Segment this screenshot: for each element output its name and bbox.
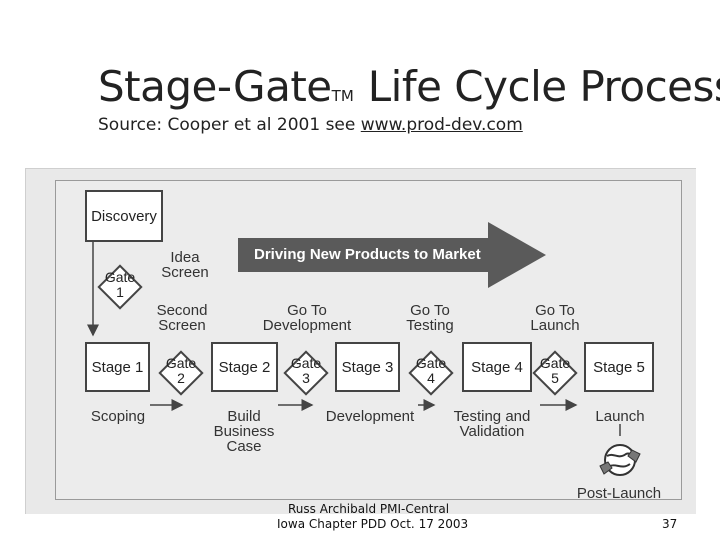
stage-1-box: Stage 1 [85, 342, 150, 392]
gate-3-label: Gate 3 [290, 355, 322, 386]
idea-screen-label: Idea Screen [161, 249, 209, 281]
page-number: 37 [662, 517, 678, 531]
stage-5-box: Stage 5 [584, 342, 654, 392]
gate-2-label: Gate 2 [165, 355, 197, 386]
source-line: Source: Cooper et al 2001 see www.prod-d… [98, 115, 523, 135]
go-to-testing-label: Go To Testing [406, 302, 454, 334]
banner-arrowhead [488, 222, 546, 288]
title-rest: Life Cycle Process [367, 62, 720, 111]
gate-1: Gate 1 [97, 264, 143, 310]
second-screen-label: Second Screen [156, 302, 208, 334]
stage-2-label: Stage 2 [218, 358, 271, 376]
gate-2: Gate 2 [158, 350, 204, 396]
stage-3-box: Stage 3 [335, 342, 400, 392]
launch-label: Launch [595, 408, 645, 425]
footer-author: Russ Archibald PMI-Central [288, 502, 450, 516]
go-to-development-label: Go To Development [262, 302, 352, 334]
title-main: Stage-Gate [98, 62, 332, 111]
gate-1-label: Gate 1 [104, 269, 136, 300]
banner-text: Driving New Products to Market [254, 246, 481, 263]
discovery-box: Discovery [85, 190, 163, 242]
trademark-mark: TM [331, 87, 354, 105]
source-link[interactable]: www.prod-dev.com [360, 115, 523, 135]
stage-3-label: Stage 3 [341, 358, 394, 376]
source-text: Source: Cooper et al 2001 see [98, 115, 361, 135]
go-to-launch-label: Go To Launch [530, 302, 580, 334]
slide-title: Stage-GateTM Life Cycle Process [98, 62, 720, 111]
footer-chapter: Iowa Chapter PDD Oct. 17 2003 [277, 517, 469, 531]
scoping-label: Scoping [90, 408, 146, 425]
stage-2-box: Stage 2 [211, 342, 278, 392]
stage-5-label: Stage 5 [593, 358, 645, 376]
gate-4: Gate 4 [408, 350, 454, 396]
stage-4-label: Stage 4 [471, 358, 523, 376]
testing-validation-label: Testing and Validation [453, 408, 531, 440]
discovery-label: Discovery [91, 207, 157, 225]
globe-with-hands-icon [599, 444, 641, 476]
stage-1-label: Stage 1 [91, 358, 144, 376]
post-launch-label: Post-Launch [576, 485, 662, 502]
build-business-case-label: Build Business Case [213, 408, 275, 455]
gate-5-label: Gate 5 [539, 355, 571, 386]
banner-bar: Driving New Products to Market [238, 238, 490, 272]
development-label: Development [325, 408, 415, 425]
gate-3: Gate 3 [283, 350, 329, 396]
gate-5: Gate 5 [532, 350, 578, 396]
gate-4-label: Gate 4 [415, 355, 447, 386]
stage-4-box: Stage 4 [462, 342, 532, 392]
